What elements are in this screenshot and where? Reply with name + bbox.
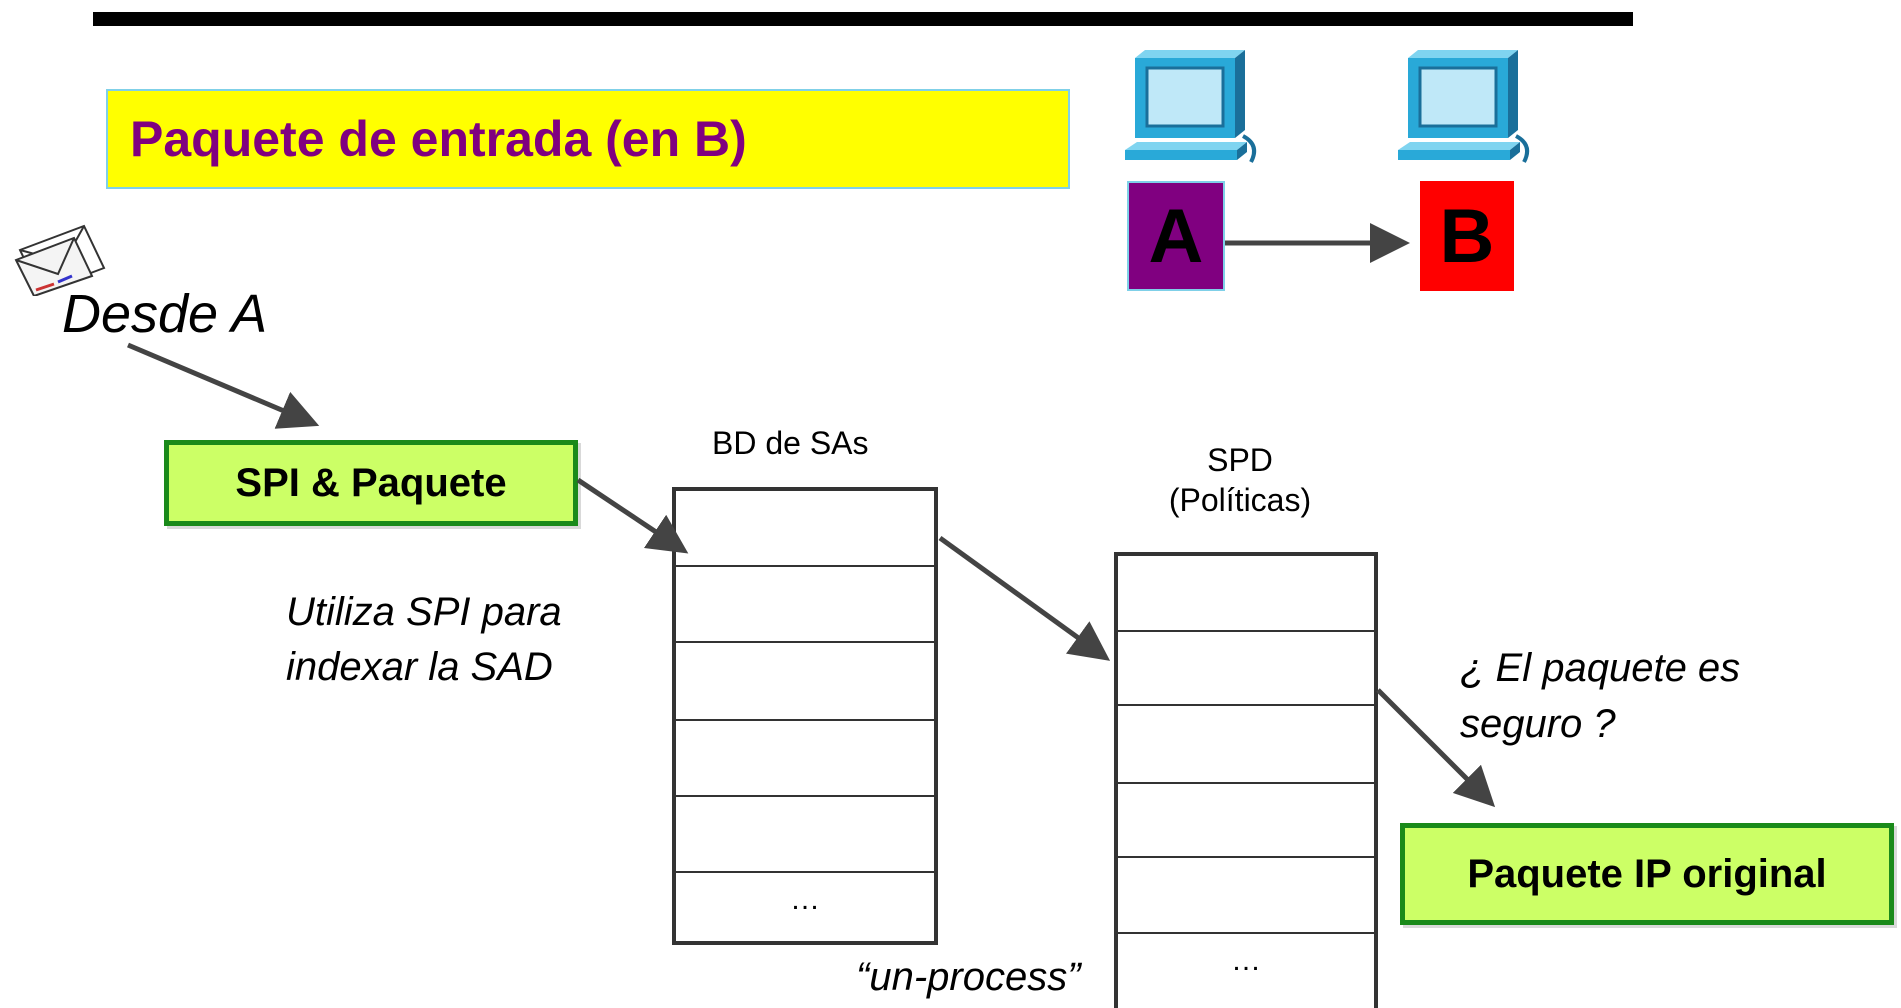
host-b-box: B (1420, 181, 1514, 291)
table-row-divider (676, 565, 934, 567)
question-line1: ¿ El paquete es (1460, 646, 1741, 690)
sad-index-note: Utiliza SPI para indexar la SAD (286, 585, 562, 695)
sad-note-line2: indexar la SAD (286, 645, 553, 689)
arrow-sad-to-spd (938, 535, 1111, 661)
spd-title-line1: SPD (1207, 442, 1273, 478)
unprocess-label: “un-process” (856, 955, 1081, 999)
question-line2: seguro ? (1460, 702, 1616, 746)
computer-icon (1398, 50, 1530, 163)
page-title: Paquete de entrada (en B) (106, 89, 1070, 189)
table-row-divider (1118, 630, 1374, 632)
computer-icon (1125, 50, 1257, 163)
spi-packet-box: SPI & Paquete (164, 440, 578, 526)
table-row-divider (676, 871, 934, 873)
envelope-icon (14, 224, 106, 296)
arrow-source-to-spi (127, 342, 320, 429)
spd-title-line2: (Políticas) (1168, 482, 1312, 518)
arrow-spi-to-sad (576, 477, 689, 554)
original-ip-packet-box: Paquete IP original (1400, 823, 1894, 925)
top-bar (93, 12, 1633, 26)
host-a-box: A (1127, 181, 1225, 291)
table-row-divider (676, 641, 934, 643)
table-row-divider (1118, 932, 1374, 934)
spd-title: SPD (Políticas) (1150, 440, 1330, 520)
spd-ellipsis: … (1231, 944, 1261, 977)
table-row-divider (1118, 782, 1374, 784)
spd-table: … (1114, 552, 1378, 1008)
table-row-divider (676, 795, 934, 797)
table-row-divider (676, 719, 934, 721)
table-row-divider (1118, 856, 1374, 858)
sad-ellipsis: … (790, 883, 820, 916)
arrow-spd-to-output (1376, 688, 1496, 808)
sad-table: … (672, 487, 938, 945)
sad-note-line1: Utiliza SPI para (286, 590, 562, 634)
sad-title: BD de SAs (712, 425, 869, 461)
source-label: Desde A (62, 284, 268, 344)
security-question-note: ¿ El paquete es seguro ? (1460, 640, 1740, 752)
table-row-divider (1118, 704, 1374, 706)
